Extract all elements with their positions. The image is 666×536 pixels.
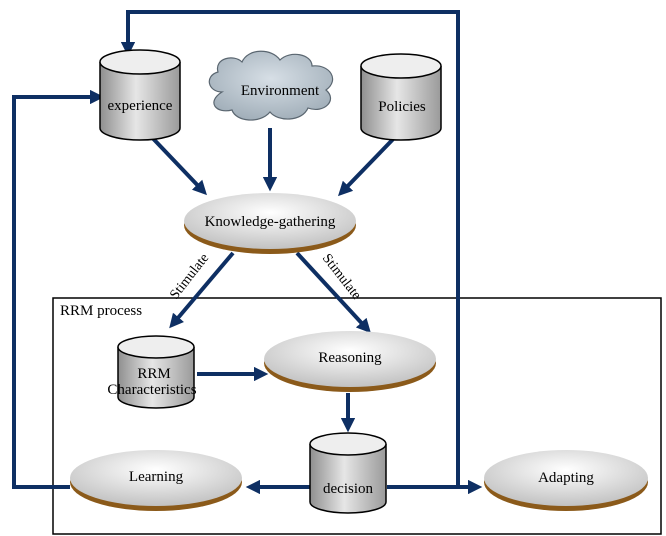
knowledge-gathering-label: Knowledge-gathering	[205, 214, 336, 230]
rrm-process-box	[52, 297, 662, 535]
policies-label: Policies	[378, 99, 426, 115]
learning-node: Learning	[70, 450, 242, 511]
rrm-characteristics-label-line2: Characteristics	[107, 382, 196, 398]
adapting-node: Adapting	[484, 450, 648, 511]
rrm-process-label: RRM process	[60, 303, 142, 319]
feedback-arrow-to-experience	[120, 10, 460, 488]
policies-cylinder: Policies	[360, 53, 442, 141]
reasoning-node: Reasoning	[264, 331, 436, 392]
stimulate-left-arrow	[169, 251, 235, 329]
decision-label: decision	[323, 481, 373, 497]
environment-label: Environment	[241, 83, 320, 99]
experience-cylinder: experience	[99, 49, 181, 141]
learning-to-experience-arrow	[12, 89, 105, 489]
reasoning-label: Reasoning	[318, 350, 382, 366]
stimulate-right-arrow	[295, 251, 371, 334]
environment-cloud: Environment	[208, 50, 334, 121]
knowledge-gathering-node: Knowledge-gathering	[184, 193, 356, 254]
experience-label: experience	[108, 98, 173, 114]
learning-label: Learning	[129, 469, 184, 485]
stimulate-left-label: Stimulate	[167, 251, 212, 303]
policies-to-knowledge-arrow	[337, 130, 402, 197]
rrm-characteristics-cylinder: RRM Characteristics	[107, 335, 197, 409]
adapting-label: Adapting	[538, 470, 594, 486]
rrm-characteristics-label-line1: RRM	[137, 366, 170, 382]
stimulate-right-label: Stimulate	[319, 251, 364, 303]
decision-cylinder: decision	[309, 432, 387, 514]
